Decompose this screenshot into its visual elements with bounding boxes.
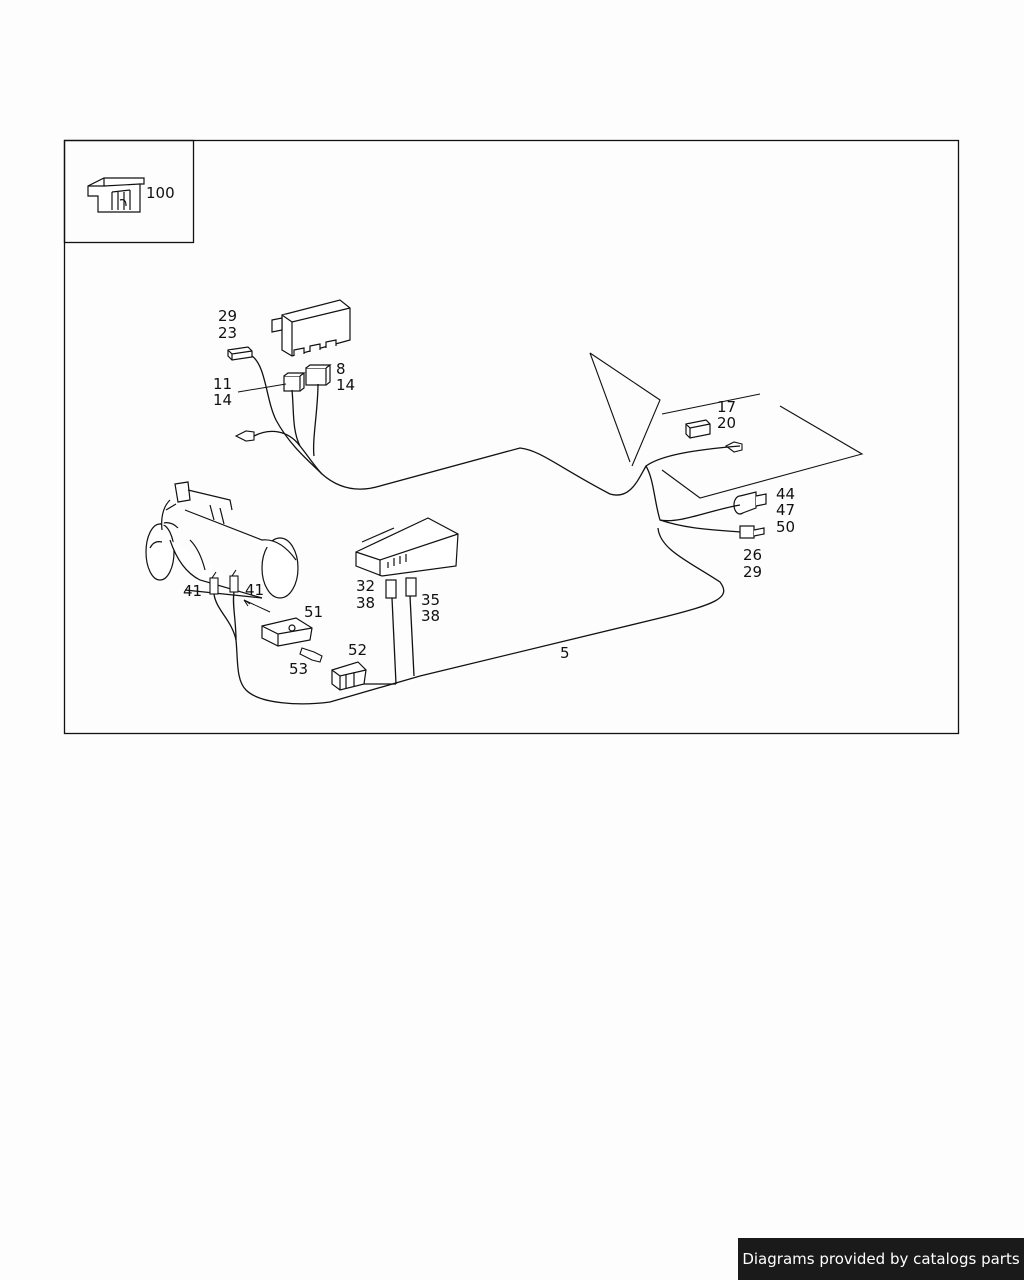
diagram-frame bbox=[63, 139, 960, 735]
fuse-box-icon bbox=[355, 517, 459, 577]
callout-52: 52 bbox=[348, 641, 367, 659]
plug-connector-icon bbox=[739, 525, 765, 539]
callout-51: 51 bbox=[304, 603, 323, 621]
relay-plug-icon bbox=[305, 364, 332, 386]
callout-53: 53 bbox=[289, 660, 308, 678]
callout-41: 41 bbox=[245, 581, 264, 599]
callout-47: 47 bbox=[776, 501, 795, 519]
switch-icon bbox=[331, 661, 367, 691]
callout-35: 35 bbox=[421, 591, 440, 609]
callout-32: 32 bbox=[356, 577, 375, 595]
callout-17: 17 bbox=[717, 398, 736, 416]
callout-38: 38 bbox=[421, 607, 440, 625]
plug-connector-icon bbox=[685, 419, 711, 439]
plug-connector-icon bbox=[227, 346, 253, 361]
callout-29: 29 bbox=[218, 307, 237, 325]
lamp-socket-icon bbox=[234, 430, 255, 442]
alternator-icon bbox=[145, 481, 299, 599]
callout-23: 23 bbox=[218, 324, 237, 342]
sensor-icon bbox=[733, 491, 767, 515]
credit-banner: Diagrams provided by catalogs parts bbox=[738, 1238, 1024, 1280]
switch-icon bbox=[261, 617, 313, 647]
callout-29: 29 bbox=[743, 563, 762, 581]
relay-module-icon bbox=[87, 177, 145, 213]
callout-100: 100 bbox=[146, 184, 175, 202]
callout-14: 14 bbox=[213, 391, 232, 409]
pin-connector-icon bbox=[299, 647, 323, 663]
callout-5: 5 bbox=[560, 644, 570, 662]
callout-14: 14 bbox=[336, 376, 355, 394]
callout-44: 44 bbox=[776, 485, 795, 503]
callout-11: 11 bbox=[213, 375, 232, 393]
inset-frame bbox=[63, 139, 195, 244]
callout-leaders bbox=[237, 383, 287, 613]
pickup-connector-icon bbox=[385, 577, 417, 599]
callout-41: 41 bbox=[183, 582, 202, 600]
callout-26: 26 bbox=[743, 546, 762, 564]
callout-38: 38 bbox=[356, 594, 375, 612]
callout-8: 8 bbox=[336, 360, 346, 378]
floor-panel-outline bbox=[589, 352, 864, 499]
wiring-harness bbox=[213, 355, 741, 705]
control-unit-icon bbox=[271, 299, 351, 357]
callout-20: 20 bbox=[717, 414, 736, 432]
relay-plug-icon bbox=[283, 372, 306, 392]
callout-50: 50 bbox=[776, 518, 795, 536]
